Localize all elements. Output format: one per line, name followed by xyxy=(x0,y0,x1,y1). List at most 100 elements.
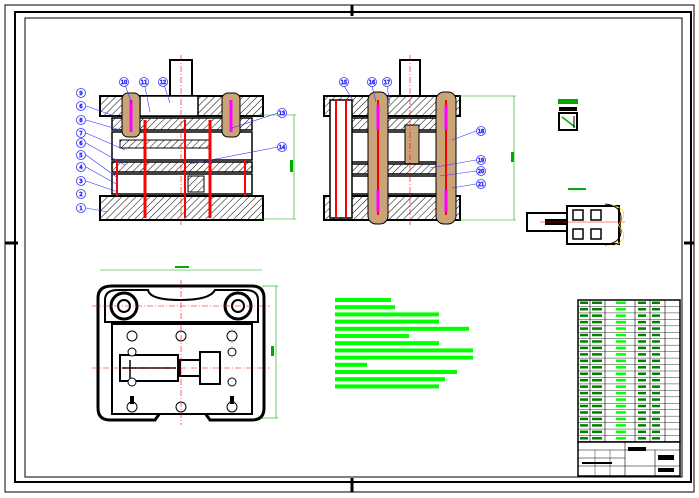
bom-cell-text xyxy=(638,353,646,356)
strip-layout-view xyxy=(526,188,625,247)
callout-balloon: 12 xyxy=(158,77,168,87)
callout-number: 6 xyxy=(79,104,82,110)
callout-number: 17 xyxy=(384,80,390,86)
bom-cell-text xyxy=(652,411,660,414)
callout-number: 3 xyxy=(79,179,82,185)
callout-number: 4 xyxy=(79,165,82,171)
callout-number: 6 xyxy=(79,141,82,147)
bom-cell-text xyxy=(638,391,646,395)
callout-balloon: 21 xyxy=(476,179,486,189)
bom-cell-text xyxy=(592,366,602,369)
bom-cell-text xyxy=(638,424,646,427)
callout-balloon: 6 xyxy=(76,138,86,148)
bom-cell-text xyxy=(580,333,588,337)
bom-cell-text xyxy=(652,307,660,311)
bom-cell-text xyxy=(616,437,626,440)
callout-number: 20 xyxy=(478,169,484,175)
callout-balloon: 2 xyxy=(76,189,86,199)
bom-cell-text xyxy=(652,437,660,440)
bom-cell-text xyxy=(638,411,646,414)
callout-balloon: 9 xyxy=(76,88,86,98)
side-section-view: 15 16 17 18 19 20 21 xyxy=(323,55,516,225)
note-line xyxy=(335,298,391,302)
bom-cell-text xyxy=(638,346,646,350)
bom-cell-text xyxy=(616,353,626,356)
callout-number: 2 xyxy=(79,192,82,198)
bom-cell-text xyxy=(592,307,602,311)
bom-cell-text xyxy=(580,404,588,408)
note-line xyxy=(335,377,445,382)
bom-cell-text xyxy=(638,385,646,388)
note-line xyxy=(335,334,409,338)
callout-balloon: 10 xyxy=(119,77,129,87)
bom-cell-text xyxy=(592,353,602,356)
bom-cell-text xyxy=(580,430,588,434)
callout-number: 15 xyxy=(341,80,347,86)
bom-cell-text xyxy=(616,391,626,395)
callout-number: 7 xyxy=(79,131,82,137)
bom-cell-text xyxy=(616,314,626,317)
bom-cell-text xyxy=(638,359,646,363)
callout-number: 1 xyxy=(79,206,82,212)
bom-cell-text xyxy=(592,346,602,350)
callout-balloon: 11 xyxy=(139,77,149,87)
callout-number: 9 xyxy=(79,91,82,97)
bom-cell-text xyxy=(580,391,588,395)
bom-cell-text xyxy=(652,424,660,427)
bom-cell-text xyxy=(616,424,626,427)
bom-cell-text xyxy=(638,378,646,382)
bom-cell-text xyxy=(616,385,626,388)
bom-cell-text xyxy=(580,346,588,350)
bom-cell-text xyxy=(652,340,660,343)
part-detail-view xyxy=(558,99,578,131)
bom-cell-text xyxy=(616,340,626,343)
bom-cell-text xyxy=(580,320,588,324)
bom-cell-text xyxy=(638,314,646,317)
bom-cell-text xyxy=(652,301,660,304)
bom-cell-text xyxy=(616,327,626,330)
bom-cell-text xyxy=(580,411,588,414)
bom-cell-text xyxy=(592,424,602,427)
callout-number: 13 xyxy=(279,111,285,117)
bom-cell-text xyxy=(638,366,646,369)
callout-balloon: 7 xyxy=(76,128,86,138)
callout-balloon: 15 xyxy=(339,77,349,87)
bom-cell-text xyxy=(616,378,626,382)
bom-cell-text xyxy=(592,430,602,434)
bom-cell-text xyxy=(652,346,660,350)
callout-balloon: 16 xyxy=(367,77,377,87)
bom-cell-text xyxy=(580,314,588,317)
callout-balloon: 6 xyxy=(76,101,86,111)
bom-cell-text xyxy=(592,372,602,375)
bom-cell-text xyxy=(616,366,626,369)
bom-cell-text xyxy=(652,404,660,408)
note-line xyxy=(335,348,473,353)
callout-number: 19 xyxy=(478,158,484,164)
bom-cell-text xyxy=(580,353,588,356)
bom-cell-text xyxy=(616,398,626,401)
bom-cell-text xyxy=(580,385,588,388)
plan-view xyxy=(92,266,278,425)
callout-number: 10 xyxy=(121,80,127,86)
callout-number: 16 xyxy=(369,80,375,86)
bom-cell-text xyxy=(652,366,660,369)
callout-number: 18 xyxy=(478,129,484,135)
bom-cell-text xyxy=(652,353,660,356)
bom-cell-text xyxy=(652,417,660,421)
bom-cell-text xyxy=(592,378,602,382)
note-line xyxy=(335,362,367,367)
bom-cell-text xyxy=(580,327,588,330)
bom-cell-text xyxy=(652,372,660,375)
bom-cell-text xyxy=(580,424,588,427)
bom-cell-text xyxy=(638,404,646,408)
bom-cell-text xyxy=(592,333,602,337)
bom-cell-text xyxy=(592,417,602,421)
bom-cell-text xyxy=(580,372,588,375)
note-line xyxy=(335,341,439,346)
bom-cell-text xyxy=(638,398,646,401)
callout-number: 14 xyxy=(279,145,285,151)
bom-cell-text xyxy=(592,340,602,343)
bom-cell-text xyxy=(616,411,626,414)
bom-cell-text xyxy=(638,340,646,343)
